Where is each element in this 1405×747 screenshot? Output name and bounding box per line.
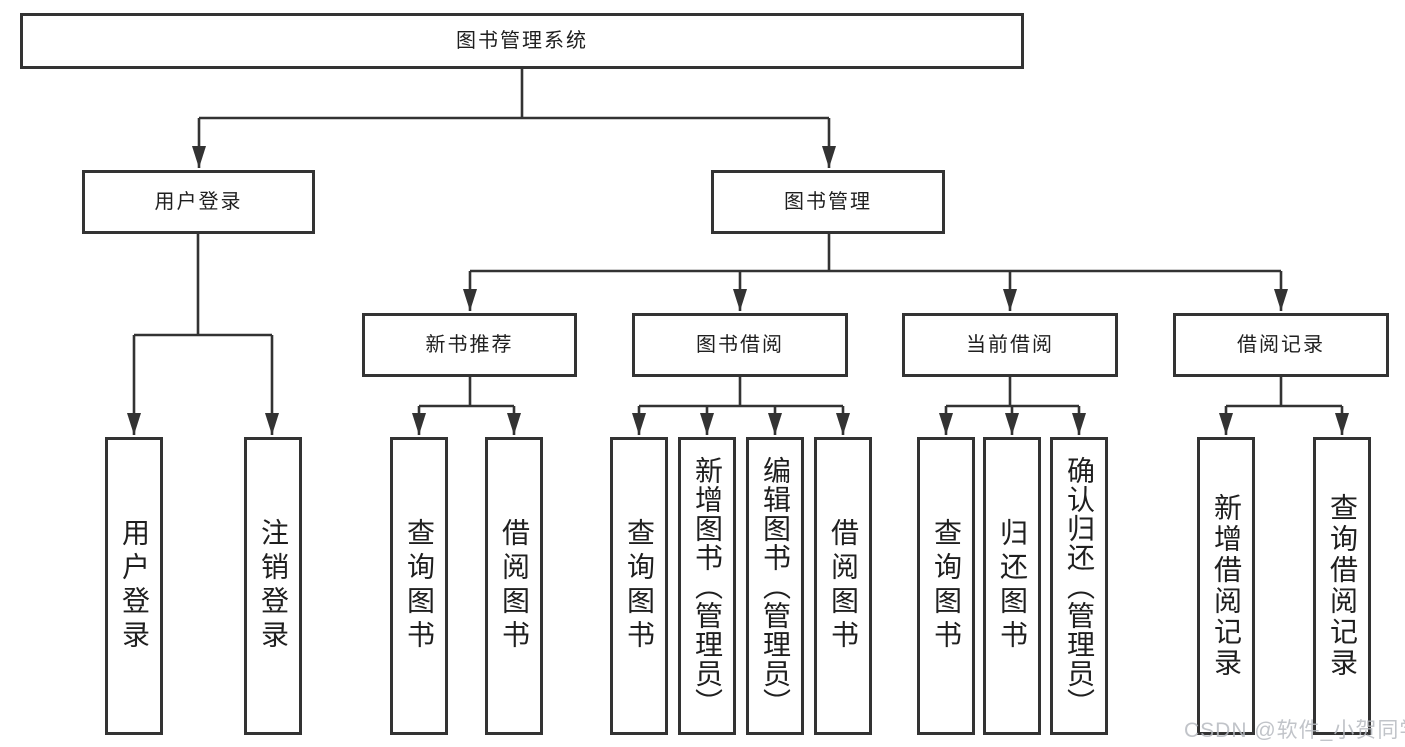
connector-records-stem bbox=[1226, 377, 1342, 408]
leaf-label: 查询借阅记录 bbox=[1327, 493, 1358, 679]
node-label: 图书借阅 bbox=[696, 334, 784, 356]
connector-current-stem bbox=[946, 377, 1079, 408]
leaf-label: 新增借阅记录 bbox=[1211, 493, 1242, 679]
node-book-management: 图书管理 bbox=[711, 170, 945, 234]
leaf-return-books: 归还图书 bbox=[983, 437, 1041, 735]
leaf-logout: 注销登录 bbox=[244, 437, 302, 735]
leaf-borrow-books-1: 借阅图书 bbox=[485, 437, 543, 735]
node-label: 图书管理系统 bbox=[456, 30, 588, 52]
leaf-borrow-books-2: 借阅图书 bbox=[814, 437, 872, 735]
csdn-watermark: CSDN @软件_小贺同学 bbox=[1184, 719, 1405, 742]
leaf-label: 借阅图书 bbox=[499, 518, 530, 654]
connector-recommend-stem bbox=[419, 377, 514, 408]
node-label: 当前借阅 bbox=[966, 334, 1054, 356]
leaf-query-books-3: 查询图书 bbox=[917, 437, 975, 735]
node-label: 图书管理 bbox=[784, 191, 872, 213]
leaf-user-login: 用户登录 bbox=[105, 437, 163, 735]
leaf-edit-books-admin: 编辑图书（管理员） bbox=[746, 437, 804, 735]
leaf-label: 借阅图书 bbox=[828, 518, 859, 654]
connector-borrow-stem bbox=[639, 377, 843, 408]
node-library-management-system: 图书管理系统 bbox=[20, 13, 1024, 69]
node-borrow-records: 借阅记录 bbox=[1173, 313, 1389, 377]
leaf-add-borrow-record: 新增借阅记录 bbox=[1197, 437, 1255, 735]
node-user-login: 用户登录 bbox=[82, 170, 315, 234]
leaf-label: 查询图书 bbox=[404, 518, 435, 654]
node-label: 用户登录 bbox=[154, 191, 243, 213]
leaf-label: 编辑图书（管理员） bbox=[760, 455, 791, 717]
leaf-query-borrow-record: 查询借阅记录 bbox=[1313, 437, 1371, 735]
leaf-label: 查询图书 bbox=[624, 518, 655, 654]
leaf-confirm-return-admin: 确认归还（管理员） bbox=[1050, 437, 1108, 735]
leaf-label: 确认归还（管理员） bbox=[1064, 455, 1095, 717]
leaf-query-books-2: 查询图书 bbox=[610, 437, 668, 735]
node-label: 借阅记录 bbox=[1237, 334, 1325, 356]
leaf-add-books-admin: 新增图书（管理员） bbox=[678, 437, 736, 735]
node-new-book-recommend: 新书推荐 bbox=[362, 313, 577, 377]
leaf-label: 用户登录 bbox=[119, 518, 150, 654]
leaf-label: 查询图书 bbox=[931, 518, 962, 654]
leaf-label: 归还图书 bbox=[997, 518, 1028, 654]
node-book-borrow: 图书借阅 bbox=[632, 313, 848, 377]
node-label: 新书推荐 bbox=[425, 334, 514, 356]
leaf-label: 注销登录 bbox=[258, 518, 289, 654]
leaf-label: 新增图书（管理员） bbox=[692, 455, 723, 717]
node-current-borrow: 当前借阅 bbox=[902, 313, 1118, 377]
leaf-query-books-1: 查询图书 bbox=[390, 437, 448, 735]
